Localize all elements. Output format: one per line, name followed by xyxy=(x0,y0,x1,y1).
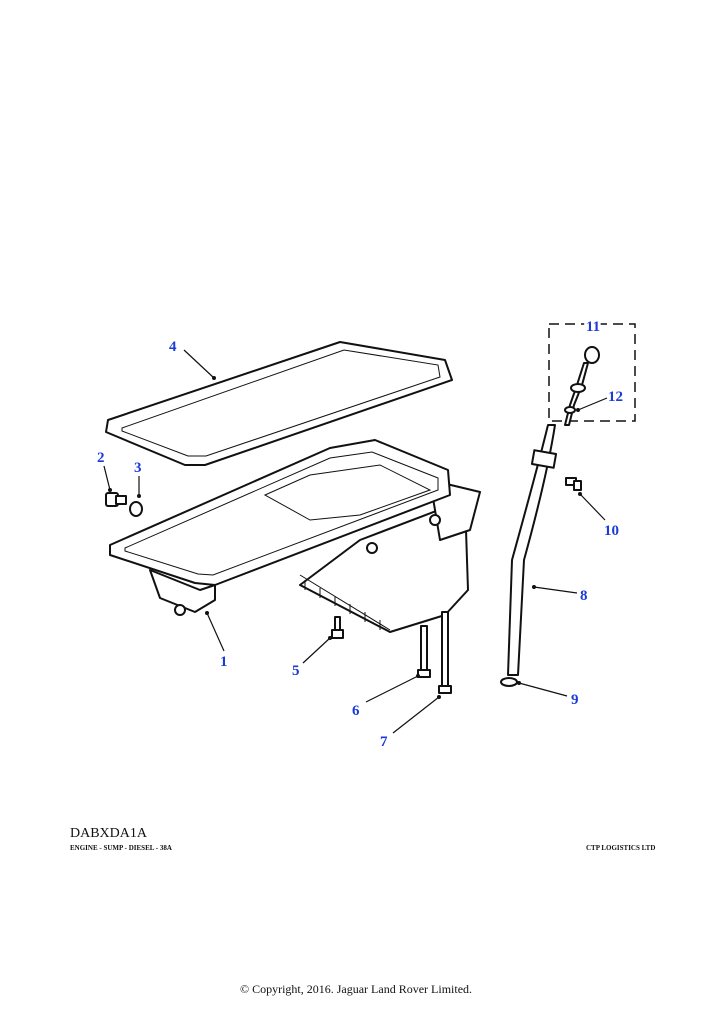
leader-lines xyxy=(103,349,608,734)
copyright-notice: © Copyright, 2016. Jaguar Land Rover Lim… xyxy=(239,982,473,996)
sump-bolt-short xyxy=(331,616,344,639)
callout-8[interactable]: 8 xyxy=(580,588,588,604)
oil-sump-pan xyxy=(109,439,481,633)
callout-6[interactable]: 6 xyxy=(352,703,360,719)
vendor-label: CTP LOGISTICS LTD xyxy=(586,844,656,852)
callout-12[interactable]: 12 xyxy=(608,389,623,405)
sump-gasket xyxy=(105,341,453,466)
callout-7[interactable]: 7 xyxy=(380,734,388,750)
callout-4[interactable]: 4 xyxy=(169,339,177,355)
sump-bolt-long xyxy=(417,625,431,678)
callout-2[interactable]: 2 xyxy=(97,450,105,466)
dipstick-seal xyxy=(564,406,576,414)
drain-plug xyxy=(105,492,127,507)
callout-5[interactable]: 5 xyxy=(292,663,300,679)
callout-3[interactable]: 3 xyxy=(134,460,142,476)
dipstick-kit-box xyxy=(548,323,636,422)
callout-9[interactable]: 9 xyxy=(571,692,579,708)
sump-bolt-longer xyxy=(438,611,452,694)
callout-10[interactable]: 10 xyxy=(604,523,619,539)
dipstick-tube-o-ring xyxy=(500,677,518,687)
dipstick-tube xyxy=(507,424,558,676)
diagram-description: ENGINE - SUMP - DIESEL - 38A xyxy=(70,844,172,852)
dipstick-bracket-bolt xyxy=(565,477,582,491)
drain-plug-washer xyxy=(129,501,143,517)
callout-11[interactable]: 11 xyxy=(583,316,603,338)
diagram-code: DABXDA1A xyxy=(70,826,147,841)
callout-1[interactable]: 1 xyxy=(220,654,228,670)
